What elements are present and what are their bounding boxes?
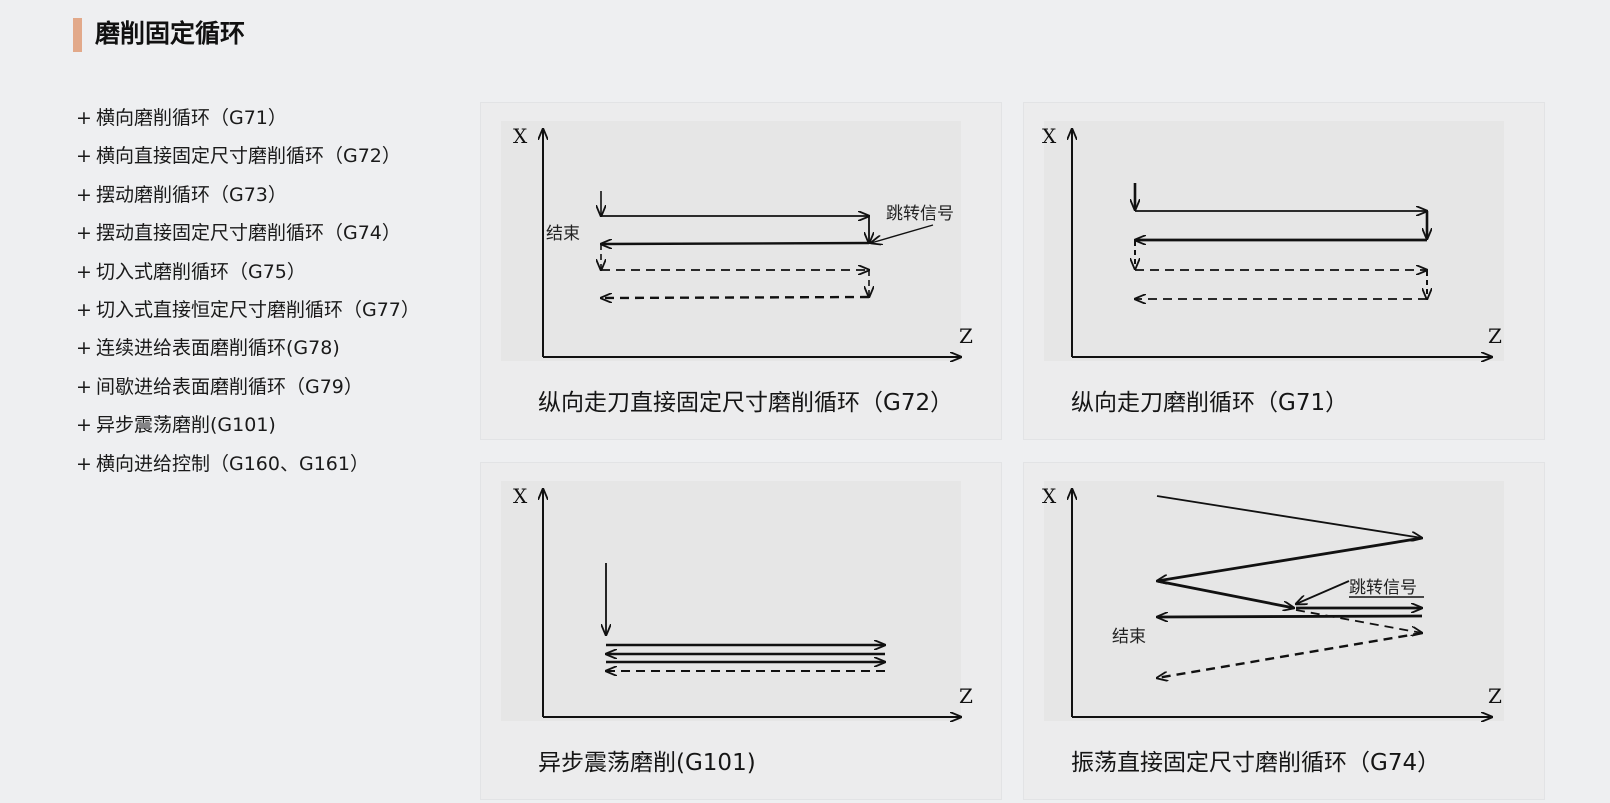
menu-item-label: 连续进给表面磨削循环(G78) <box>96 337 340 360</box>
x-axis-label: X <box>1042 124 1057 148</box>
expand-plus-icon: + <box>76 260 92 283</box>
menu-item-label: 横向进给控制（G160、G161） <box>96 452 369 475</box>
diagram-g101: X Z <box>501 481 973 801</box>
diagram-background <box>501 481 961 721</box>
diagram-caption: 异步震荡磨削(G101) <box>538 750 756 776</box>
menu-item-label: 切入式直接恒定尺寸磨削循环（G77） <box>96 298 420 321</box>
tool-path <box>601 191 934 298</box>
menu-item-g72[interactable]: +横向直接固定尺寸磨削循环（G72） <box>76 137 420 175</box>
diagram-panel-g71: X Z 纵向走刀磨削循环（G71） <box>1023 102 1545 440</box>
diagram-caption: 振荡直接固定尺寸磨削循环（G74） <box>1071 750 1441 776</box>
menu-item-label: 切入式磨削循环（G75） <box>96 260 306 283</box>
diagram-g72: X Z 结束 跳转信号 <box>501 121 973 441</box>
menu-item-g71[interactable]: +横向磨削循环（G71） <box>76 99 420 137</box>
menu-item-label: 间歇进给表面磨削循环（G79） <box>96 375 363 398</box>
menu-item-g75[interactable]: +切入式磨削循环（G75） <box>76 253 420 291</box>
menu-item-g74[interactable]: +摆动直接固定尺寸磨削循环（G74） <box>76 214 420 252</box>
expand-plus-icon: + <box>76 337 92 360</box>
z-axis-label: Z <box>1488 684 1502 708</box>
tool-path <box>1157 495 1422 678</box>
skip-signal-label: 跳转信号 <box>1349 578 1417 598</box>
diagram-g74: X Z 结束 跳转信号 <box>1042 481 1504 801</box>
end-label: 结束 <box>1112 627 1146 647</box>
expand-plus-icon: + <box>76 298 92 321</box>
menu-item-g160-g161[interactable]: +横向进给控制（G160、G161） <box>76 445 420 483</box>
diagram-background <box>501 121 961 361</box>
x-axis-label: X <box>1042 484 1057 508</box>
x-axis-label: X <box>513 124 528 148</box>
tool-path <box>1135 183 1427 299</box>
diagram-panel-g74: X Z 结束 跳转信号 振荡直接固定尺寸磨削循环（G74） <box>1023 462 1545 800</box>
menu-item-g77[interactable]: +切入式直接恒定尺寸磨削循环（G77） <box>76 291 420 329</box>
menu-item-g78[interactable]: +连续进给表面磨削循环(G78) <box>76 329 420 367</box>
menu-item-label: 横向直接固定尺寸磨削循环（G72） <box>96 145 401 168</box>
expand-plus-icon: + <box>76 375 92 398</box>
x-axis-label: X <box>513 484 528 508</box>
diagram-panel-g101: X Z 异步震荡磨削(G101) <box>480 462 1002 800</box>
end-label: 结束 <box>546 224 580 244</box>
menu-item-label: 摆动直接固定尺寸磨削循环（G74） <box>96 222 401 245</box>
menu-item-label: 摆动磨削循环（G73） <box>96 183 287 206</box>
diagram-panel-g72: X Z 结束 跳转信号 纵向走刀直接固定尺寸磨削循环（G72） <box>480 102 1002 440</box>
menu-item-g101[interactable]: +异步震荡磨削(G101) <box>76 406 420 444</box>
z-axis-label: Z <box>959 324 973 348</box>
title-accent-bar <box>73 18 82 52</box>
cycle-menu: +横向磨削循环（G71） +横向直接固定尺寸磨削循环（G72） +摆动磨削循环（… <box>76 99 420 483</box>
tool-path <box>606 563 885 671</box>
menu-item-label: 异步震荡磨削(G101) <box>96 414 276 437</box>
expand-plus-icon: + <box>76 452 92 475</box>
menu-item-g79[interactable]: +间歇进给表面磨削循环（G79） <box>76 368 420 406</box>
menu-item-label: 横向磨削循环（G71） <box>96 107 287 129</box>
expand-plus-icon: + <box>76 145 92 168</box>
page-title: 磨削固定循环 <box>95 19 246 48</box>
expand-plus-icon: + <box>76 183 92 206</box>
diagram-background <box>1044 481 1504 721</box>
diagram-caption: 纵向走刀直接固定尺寸磨削循环（G72） <box>538 390 954 416</box>
skip-signal-label: 跳转信号 <box>886 204 954 224</box>
expand-plus-icon: + <box>76 222 92 245</box>
z-axis-label: Z <box>959 684 973 708</box>
expand-plus-icon: + <box>76 107 92 129</box>
expand-plus-icon: + <box>76 414 92 437</box>
diagram-g71: X Z <box>1042 121 1504 441</box>
diagram-caption: 纵向走刀磨削循环（G71） <box>1071 390 1349 416</box>
z-axis-label: Z <box>1488 324 1502 348</box>
menu-item-g73[interactable]: +摆动磨削循环（G73） <box>76 176 420 214</box>
